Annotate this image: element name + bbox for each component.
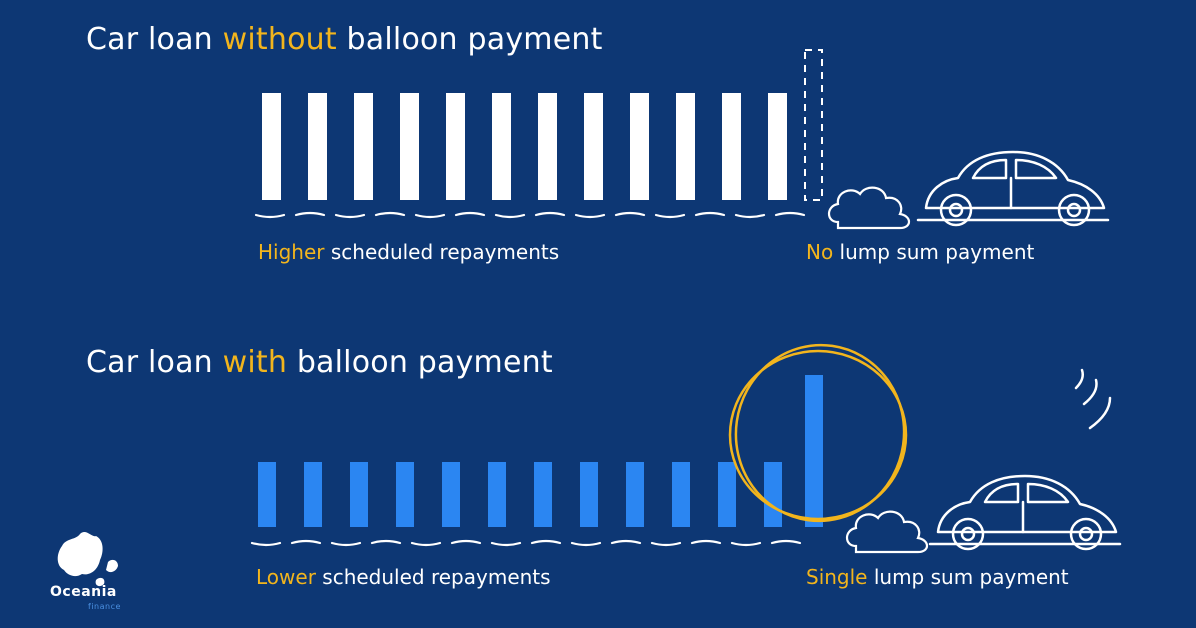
repayment-bar — [258, 462, 276, 527]
caption-text: scheduled repayments — [315, 565, 551, 589]
caption-highlight: No — [806, 240, 834, 264]
road-wave-segment — [290, 539, 322, 545]
road-wave-segment — [730, 541, 762, 547]
title-text: balloon payment — [287, 345, 553, 380]
repayment-bar — [354, 93, 373, 200]
motion-lines-icon — [1074, 368, 1112, 430]
repayment-bar — [580, 462, 598, 527]
road-wave-segment — [330, 541, 362, 547]
repayment-bar — [764, 462, 782, 527]
repayment-bar — [400, 93, 419, 200]
road-wave-segment — [410, 541, 442, 547]
repayment-bar — [308, 93, 327, 200]
road-wave-segment — [490, 541, 522, 547]
logo-name: Oceania — [50, 584, 117, 600]
balloon-payment-bar — [805, 375, 823, 527]
road-wave-segment — [614, 211, 646, 217]
caption-text: lump sum payment — [833, 240, 1035, 264]
road-wave-segment — [294, 211, 326, 217]
road-wave-segment — [690, 539, 722, 545]
road-wave-segment — [574, 213, 606, 219]
road-wave-segment — [650, 541, 682, 547]
bottom-repayment-bars — [258, 462, 782, 527]
road-wave-segment — [494, 213, 526, 219]
top-right-caption: No lump sum payment — [806, 240, 1034, 264]
repayment-bar — [630, 93, 649, 200]
exhaust-cloud-icon — [827, 186, 911, 230]
repayment-bar — [442, 462, 460, 527]
repayment-bar — [446, 93, 465, 200]
road-wave-segment — [694, 211, 726, 217]
repayment-bar — [672, 462, 690, 527]
repayment-bar — [676, 93, 695, 200]
road-wave-segment — [774, 211, 806, 217]
caption-text: lump sum payment — [867, 565, 1069, 589]
repayment-bar — [538, 93, 557, 200]
road-wave-segment — [570, 541, 602, 547]
bottom-left-caption: Lower scheduled repayments — [256, 565, 551, 589]
repayment-bar — [492, 93, 511, 200]
road-wave-segment — [530, 539, 562, 545]
road-wave-segment — [450, 539, 482, 545]
repayment-bar — [304, 462, 322, 527]
repayment-bar — [626, 462, 644, 527]
road-wave-segment — [454, 211, 486, 217]
bottom-section-title: Car loan with balloon payment — [86, 345, 553, 380]
road-wave-segment — [334, 213, 366, 219]
title-text: Car loan — [86, 22, 223, 57]
top-repayment-bars — [262, 93, 787, 200]
repayment-bar — [718, 462, 736, 527]
road-wave-segment — [734, 213, 766, 219]
title-text: balloon payment — [336, 22, 603, 57]
australia-map-icon — [57, 532, 118, 587]
title-text: Car loan — [86, 345, 223, 380]
exhaust-cloud-icon — [845, 510, 929, 554]
top-road-line — [254, 211, 806, 219]
road-wave-segment — [374, 211, 406, 217]
road-wave-segment — [414, 213, 446, 219]
car-icon — [928, 474, 1122, 551]
repayment-bar — [722, 93, 741, 200]
road-wave-segment — [654, 213, 686, 219]
repayment-bar — [262, 93, 281, 200]
title-highlight: with — [222, 345, 288, 380]
caption-highlight: Single — [806, 565, 868, 589]
repayment-bar — [534, 462, 552, 527]
top-section-title: Car loan without balloon payment — [86, 22, 603, 57]
title-highlight: without — [222, 22, 337, 57]
bottom-road-line — [250, 539, 802, 547]
highlight-circle-icon — [728, 343, 908, 523]
road-wave-segment — [534, 211, 566, 217]
empty-lump-sum-bar — [804, 49, 823, 201]
repayment-bar — [768, 93, 787, 200]
road-wave-segment — [770, 539, 802, 545]
road-wave-segment — [370, 539, 402, 545]
caption-highlight: Higher — [258, 240, 325, 264]
car-icon — [916, 150, 1110, 227]
top-left-caption: Higher scheduled repayments — [258, 240, 559, 264]
caption-text: scheduled repayments — [324, 240, 560, 264]
logo-subtitle: finance — [88, 602, 121, 611]
road-wave-segment — [610, 539, 642, 545]
repayment-bar — [488, 462, 506, 527]
repayment-bar — [584, 93, 603, 200]
repayment-bar — [396, 462, 414, 527]
caption-highlight: Lower — [256, 565, 316, 589]
road-wave-segment — [250, 541, 282, 547]
bottom-right-caption: Single lump sum payment — [806, 565, 1069, 589]
road-wave-segment — [254, 213, 286, 219]
repayment-bar — [350, 462, 368, 527]
